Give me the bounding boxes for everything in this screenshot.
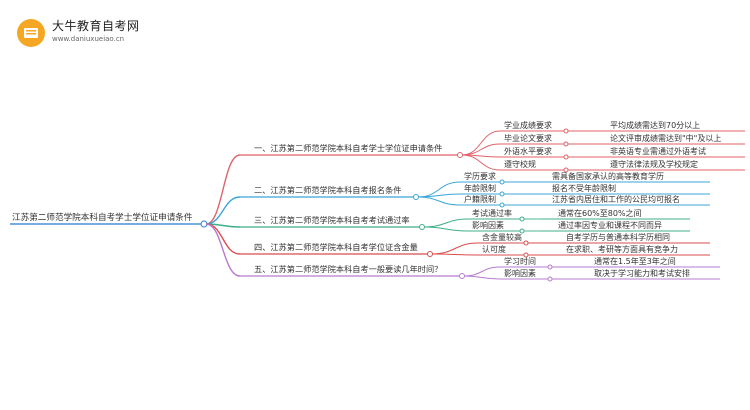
detail-label: 非英语专业需通过外语考试 bbox=[610, 146, 706, 156]
branch-node-dot bbox=[459, 273, 465, 279]
logo-title: 大牛教育自考网 bbox=[52, 19, 140, 33]
child-node-dot bbox=[499, 191, 505, 197]
detail-label: 通常在60%至80%之间 bbox=[558, 208, 642, 218]
detail-label: 需具备国家承认的高等教育学历 bbox=[552, 171, 664, 181]
child-connector bbox=[463, 275, 501, 280]
root-node-label: 江苏第二师范学院本科自考学士学位证申请条件 bbox=[12, 211, 193, 223]
detail-label: 平均成绩需达到70分以上 bbox=[610, 120, 700, 130]
detail-label: 论文评审成绩需达到"中"及以上 bbox=[610, 133, 721, 143]
branch-connector bbox=[205, 154, 241, 225]
child-label: 户籍限制 bbox=[464, 194, 496, 204]
child-node-dot bbox=[499, 179, 505, 185]
child-connector bbox=[423, 218, 469, 228]
child-node-dot bbox=[499, 202, 505, 208]
child-connector bbox=[461, 130, 501, 156]
child-connector bbox=[461, 154, 501, 171]
child-node-dot bbox=[547, 276, 553, 282]
child-connector bbox=[431, 242, 479, 255]
detail-label: 遵守法律法规及学校规定 bbox=[610, 159, 698, 169]
branch-node-dot bbox=[457, 152, 463, 158]
child-label: 考试通过率 bbox=[472, 208, 512, 218]
detail-label: 取决于学习能力和考试安排 bbox=[594, 268, 690, 278]
detail-label: 江苏省内居住和工作的公民均可报名 bbox=[552, 194, 680, 204]
detail-label: 在求职、考研等方面具有竞争力 bbox=[566, 244, 678, 254]
logo-url: www.daniuxueiao.cn bbox=[52, 35, 125, 43]
branch-label: 一、江苏第二师范学院本科自考学士学位证申请条件 bbox=[254, 143, 442, 153]
detail-label: 通常在1.5年至3年之间 bbox=[594, 256, 676, 266]
child-node-dot bbox=[519, 216, 525, 222]
child-label: 遵守校规 bbox=[504, 159, 536, 169]
child-node-dot bbox=[563, 128, 569, 134]
branch-node-dot bbox=[419, 224, 425, 230]
child-label: 影响因素 bbox=[472, 220, 504, 230]
detail-label: 自考学历与普通本科学历相同 bbox=[566, 232, 670, 242]
branch-connector bbox=[205, 196, 241, 225]
child-connector bbox=[417, 193, 461, 198]
detail-label: 报名不受年龄限制 bbox=[552, 183, 616, 193]
child-node-dot bbox=[523, 240, 529, 246]
child-label: 学习时间 bbox=[504, 256, 536, 266]
branch-label: 二、江苏第二师范学院本科自考报名条件 bbox=[254, 185, 401, 195]
child-connector bbox=[431, 253, 479, 256]
child-node-dot bbox=[563, 154, 569, 160]
child-label: 外语水平要求 bbox=[504, 146, 552, 156]
branch-label: 五、江苏第二师范学院本科自考一般要读几年时间？ bbox=[254, 264, 442, 274]
branch-node-dot bbox=[427, 251, 433, 257]
branch-label: 四、江苏第二师范学院本科自考学位证含金量 bbox=[254, 242, 418, 252]
child-label: 学历要求 bbox=[464, 171, 496, 181]
child-connector bbox=[417, 196, 461, 206]
child-node-dot bbox=[563, 141, 569, 147]
branch-connector bbox=[205, 223, 241, 277]
child-connector bbox=[461, 143, 501, 156]
child-label: 毕业论文要求 bbox=[504, 133, 552, 143]
child-label: 年龄限制 bbox=[464, 183, 496, 193]
detail-label: 通过率因专业和课程不同而异 bbox=[558, 220, 662, 230]
branch-node-dot bbox=[413, 194, 419, 200]
child-label: 含金量较高 bbox=[482, 232, 522, 242]
logo-icon bbox=[17, 19, 45, 47]
child-label: 认可度 bbox=[482, 244, 506, 254]
child-connector bbox=[463, 266, 501, 277]
child-connector bbox=[417, 181, 461, 198]
child-label: 学业成绩要求 bbox=[504, 120, 552, 130]
child-node-dot bbox=[547, 264, 553, 270]
child-label: 影响因素 bbox=[504, 268, 536, 278]
child-connector bbox=[423, 226, 469, 232]
branch-label: 三、江苏第二师范学院本科自考考试通过率 bbox=[254, 215, 410, 225]
